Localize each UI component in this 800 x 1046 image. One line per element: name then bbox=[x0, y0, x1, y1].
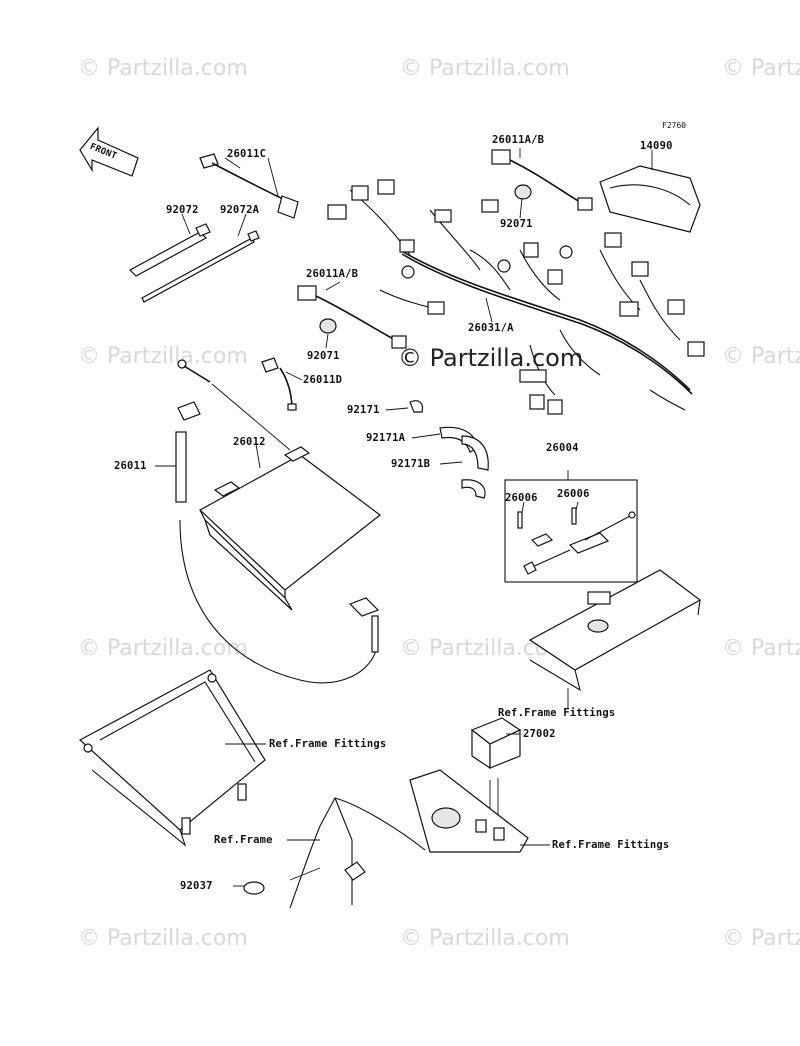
part-label-26031a[interactable]: 26031/A bbox=[468, 322, 514, 334]
relay-plate bbox=[409, 769, 529, 853]
main-harness-26031a bbox=[327, 179, 705, 415]
part-label-26011ab-left[interactable]: 26011A/B bbox=[306, 268, 359, 280]
band-92072 bbox=[129, 223, 211, 277]
grommet-92071-left bbox=[319, 318, 337, 334]
watermark: © Partzilla.com bbox=[722, 56, 800, 81]
tie-92072a bbox=[141, 230, 260, 303]
watermark: © Partzilla.com bbox=[78, 926, 248, 951]
ref-frame-fittings-label[interactable]: Ref.Frame Fittings bbox=[498, 707, 616, 719]
part-label-26006-a[interactable]: 26006 bbox=[505, 492, 538, 504]
part-label-92071-top[interactable]: 92071 bbox=[500, 218, 533, 230]
cover-14090 bbox=[599, 165, 701, 233]
part-label-26011c[interactable]: 26011C bbox=[227, 148, 267, 160]
battery-26012 bbox=[198, 446, 381, 611]
frame bbox=[289, 797, 426, 909]
part-label-26011d[interactable]: 26011D bbox=[303, 374, 343, 386]
watermark: © Partzilla.com bbox=[400, 926, 570, 951]
part-label-92037[interactable]: 92037 bbox=[180, 880, 213, 892]
ref-frame-fittings-label[interactable]: Ref.Frame Fittings bbox=[269, 738, 387, 750]
part-label-92072[interactable]: 92072 bbox=[166, 204, 199, 216]
part-label-27002[interactable]: 27002 bbox=[523, 728, 556, 740]
leader-lines bbox=[155, 148, 653, 887]
harness-26011c bbox=[199, 153, 299, 219]
part-label-92072a[interactable]: 92072A bbox=[220, 204, 260, 216]
clamp-92037 bbox=[243, 881, 265, 895]
watermark: © Partzilla.com bbox=[78, 636, 248, 661]
grommet-92071-top bbox=[514, 184, 532, 200]
part-label-26006-b[interactable]: 26006 bbox=[557, 488, 590, 500]
band-92171b bbox=[461, 435, 489, 499]
watermark: © Partzilla.com bbox=[400, 56, 570, 81]
watermark-center: © Partzilla.com bbox=[398, 344, 584, 372]
battery-cable-top bbox=[177, 359, 291, 451]
cable-26011d bbox=[261, 357, 297, 411]
cable-26011 bbox=[175, 401, 201, 503]
watermark: © Partzilla.com bbox=[722, 636, 800, 661]
part-label-92171a[interactable]: 92171A bbox=[366, 432, 406, 444]
watermark: © Partzilla.com bbox=[78, 344, 248, 369]
watermark: © Partzilla.com bbox=[78, 56, 248, 81]
part-label-92171b[interactable]: 92171B bbox=[391, 458, 431, 470]
bracket bbox=[528, 569, 702, 708]
figure-code: F2760 bbox=[662, 121, 687, 130]
front-arrow-icon bbox=[79, 126, 139, 177]
harness-26011ab-top bbox=[491, 149, 593, 211]
part-label-14090[interactable]: 14090 bbox=[640, 140, 673, 152]
band-92171 bbox=[409, 400, 424, 413]
part-label-26012[interactable]: 26012 bbox=[233, 436, 266, 448]
watermark: © Partzilla.com bbox=[722, 926, 800, 951]
watermark: © Partzilla.com bbox=[722, 344, 800, 369]
part-label-26011[interactable]: 26011 bbox=[114, 460, 147, 472]
harness-26011ab-left bbox=[297, 285, 407, 349]
ref-frame-label[interactable]: Ref.Frame bbox=[214, 834, 273, 846]
part-label-26004[interactable]: 26004 bbox=[546, 442, 579, 454]
part-label-92171[interactable]: 92171 bbox=[347, 404, 380, 416]
relay-box-26004 bbox=[504, 470, 638, 583]
part-label-26011ab-top[interactable]: 26011A/B bbox=[492, 134, 545, 146]
ground-cable-loop bbox=[179, 519, 380, 684]
relay-27002 bbox=[470, 717, 522, 822]
part-label-92071-left[interactable]: 92071 bbox=[307, 350, 340, 362]
battery-tray bbox=[78, 669, 266, 847]
ref-frame-fittings-label[interactable]: Ref.Frame Fittings bbox=[552, 839, 670, 851]
